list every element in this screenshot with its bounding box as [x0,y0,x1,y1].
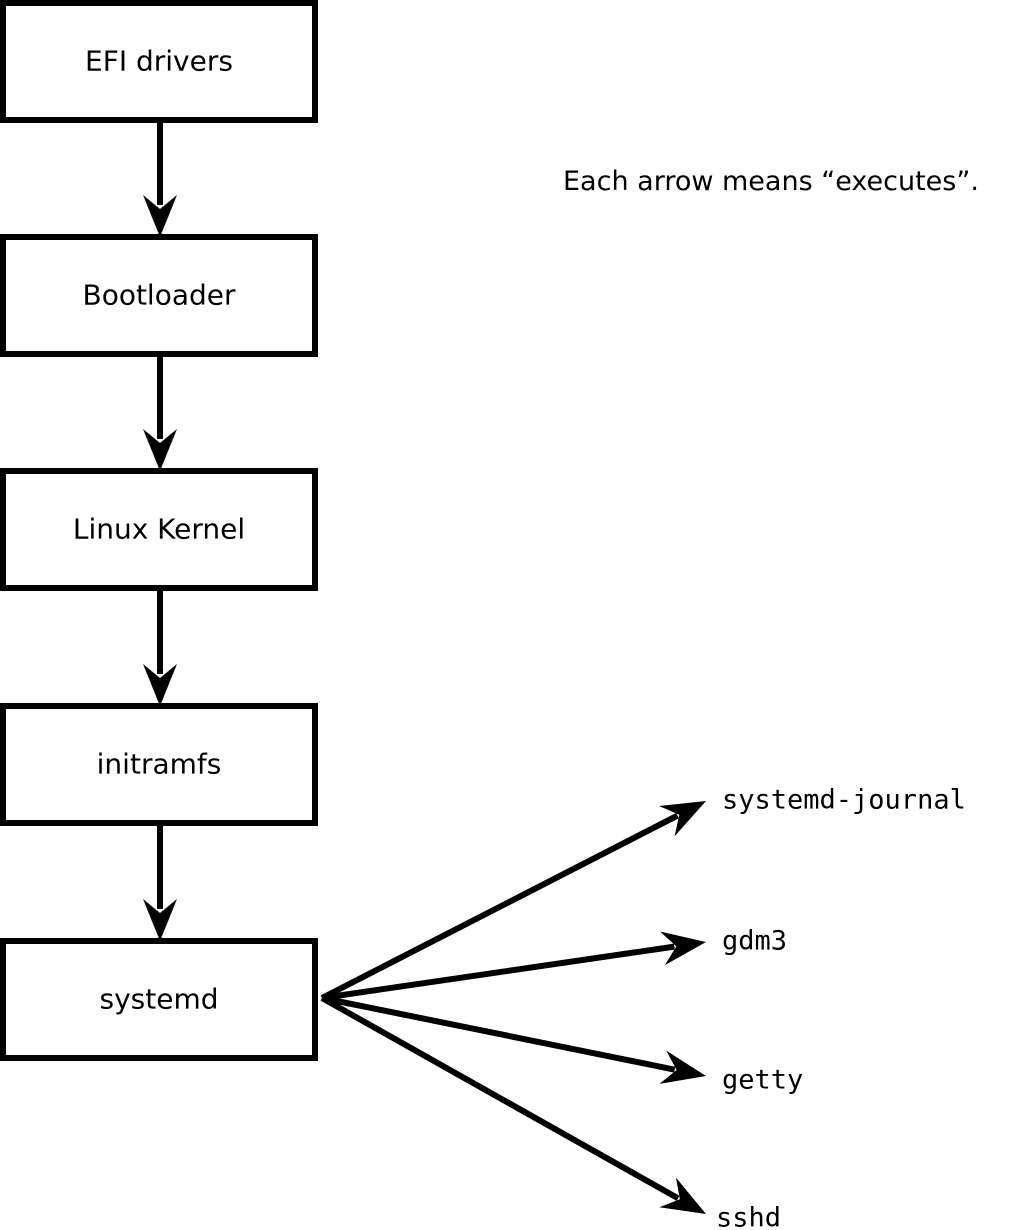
fanout-arrow-sshd [320,995,706,1214]
caption-text: Each arrow means “executes”. [563,166,979,197]
connector-initramfs-to-systemd [143,823,177,941]
stage-box-outline [0,938,318,1061]
fanout-arrow-getty [321,995,706,1084]
stage-box-label: Bootloader [82,279,236,312]
connector-linux-kernel-to-initramfs [143,588,177,706]
connector-bootloader-to-linux-kernel [143,354,177,471]
stage-box-label: systemd [100,983,219,1016]
stage-box-outline [0,0,318,123]
stage-box-label: EFI drivers [85,45,233,78]
stage-box-label: initramfs [97,748,222,781]
service-label-sshd: sshd [716,1203,781,1230]
stage-box-initramfs[interactable]: initramfs [0,703,318,826]
stage-box-label: Linux Kernel [73,513,245,546]
arrow-head-icon [659,1177,706,1214]
fanout-arrow-shaft [321,943,675,1001]
arrow-head-icon [143,664,177,706]
service-label-gdm3: gdm3 [722,926,787,957]
arrow-head-icon [143,899,177,941]
fanout-arrow-shaft [320,812,679,1001]
fanout-labels-group: systemd-journal gdm3 getty sshd [716,785,966,1230]
stage-box-systemd[interactable]: systemd [0,938,318,1061]
arrow-head-icon [660,931,706,966]
connector-efi-drivers-to-bootloader [143,120,177,237]
stage-box-outline [0,468,318,591]
arrow-head-icon [143,429,177,471]
stage-box-bootloader[interactable]: Bootloader [0,234,318,357]
fanout-arrows-group [320,801,706,1214]
stage-box-linux-kernel[interactable]: Linux Kernel [0,468,318,591]
stage-box-outline [0,234,318,357]
fanout-arrow-shaft [320,995,680,1201]
service-label-getty: getty [722,1065,803,1096]
stage-box-efi-drivers[interactable]: EFI drivers [0,0,318,123]
fanout-arrow-gdm3 [321,931,706,1001]
arrow-head-icon [659,1050,706,1084]
chain-connectors-group [143,120,177,941]
fanout-arrow-systemd-journal [320,801,706,1001]
service-label-systemd-journal: systemd-journal [722,785,966,816]
arrow-head-icon [143,195,177,237]
fanout-arrow-shaft [321,995,676,1073]
arrow-head-icon [659,801,706,837]
